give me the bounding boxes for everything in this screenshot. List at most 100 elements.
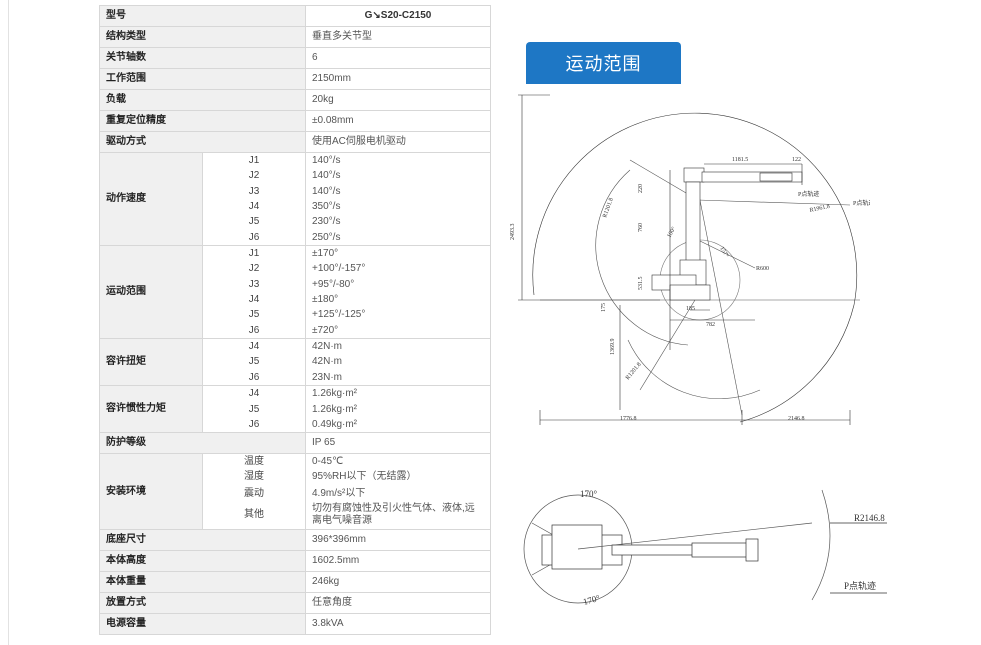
spec-table: 型号 G↘S20-C2150 结构类型 垂直多关节型 关节轴数 6 工作范围 2…	[99, 5, 491, 636]
env-keys: 温度 湿度 震动 其他	[202, 453, 306, 531]
spec-value: 42N·m	[312, 341, 343, 353]
table-row: 型号 G↘S20-C2150	[99, 5, 491, 27]
spec-value: 140°/s	[312, 170, 341, 182]
table-row: 本体重量 246kg	[99, 571, 491, 594]
torque-values: 42N·m 42N·m 23N·m	[305, 338, 491, 387]
joint-label: J1	[248, 248, 260, 260]
joint-list: J4 J5 J6	[202, 338, 306, 387]
spec-value: ±180°	[312, 294, 339, 306]
dimension-label: 531.5	[638, 277, 644, 291]
spec-label: 负载	[99, 89, 306, 111]
spec-value: 任意角度	[305, 592, 491, 615]
p-track-label: P点轨迹	[798, 190, 819, 198]
spec-label: 驱动方式	[99, 131, 306, 153]
spec-value: 20kg	[305, 89, 491, 111]
joint-label: J5	[248, 356, 260, 368]
inner-arc	[627, 339, 761, 400]
outer-arc	[739, 304, 855, 423]
table-row: 放置方式 任意角度	[99, 592, 491, 615]
spec-value: 0.49kg·m²	[312, 418, 358, 430]
dimension-label: 1181.5	[732, 157, 748, 163]
dimension-label: 175	[601, 303, 607, 312]
radius-line	[697, 189, 743, 416]
spec-value: ±0.08mm	[305, 110, 491, 132]
motion-range-tab[interactable]: 运动范围	[526, 42, 681, 84]
table-row: 安装环境 温度 湿度 震动 其他 0-45℃ 95%RH以下（无结露） 4.9m…	[99, 453, 491, 531]
table-row: 关节轴数 6	[99, 47, 491, 69]
env-key: 温度	[244, 456, 264, 468]
spec-label: 关节轴数	[99, 47, 306, 69]
top-view-drawing: 170° 170° R2146.8 P点轨迹	[523, 489, 887, 607]
spec-value: 250°/s	[312, 231, 341, 243]
radius-label: R2146.8	[854, 513, 885, 523]
angle-label: 170°	[580, 489, 598, 499]
spec-value: 3.8kVA	[305, 613, 491, 636]
inertia-values: 1.26kg·m² 1.26kg·m² 0.49kg·m²	[305, 385, 491, 434]
spec-label: 型号	[99, 5, 306, 27]
robot-joint	[683, 167, 705, 183]
radius-label: R1961.8	[809, 204, 830, 214]
dimension-label: 1776.8	[620, 416, 637, 422]
table-row: 工作范围 2150mm	[99, 68, 491, 90]
spec-value: +95°/-80°	[312, 278, 355, 290]
spec-value: +100°/-157°	[312, 263, 366, 275]
table-row: 底座尺寸 396*396mm	[99, 529, 491, 552]
spec-value: 1.26kg·m²	[312, 403, 358, 415]
spec-label: 动作速度	[99, 151, 203, 247]
dimension-label: 760	[638, 223, 644, 232]
spec-label: 底座尺寸	[99, 529, 306, 552]
joint-label: J2	[248, 263, 260, 275]
spec-label: 本体重量	[99, 571, 306, 594]
dimension-label: 1369.9	[610, 339, 616, 356]
p-track-label: P点轨迹	[844, 580, 876, 591]
spec-label: 放置方式	[99, 592, 306, 615]
spec-value: 6	[305, 47, 491, 69]
table-row: 容许扭矩 J4 J5 J6 42N·m 42N·m 23N·m	[99, 338, 491, 387]
joint-label: J1	[248, 155, 260, 166]
spec-label: 容许惯性力矩	[99, 385, 203, 434]
radius-line	[577, 522, 813, 550]
dimension-label: 2493.3	[510, 224, 516, 241]
outer-arc	[532, 112, 858, 306]
joint-label: J5	[248, 403, 260, 415]
spec-label: 结构类型	[99, 26, 306, 48]
radius-label: R600	[756, 266, 769, 272]
angle-label: 170°	[582, 593, 601, 607]
spec-label: 本体高度	[99, 550, 306, 573]
table-row: 重复定位精度 ±0.08mm	[99, 110, 491, 132]
radius-line	[697, 239, 756, 269]
env-key: 震动	[244, 488, 264, 500]
dimension-label: 185	[686, 306, 695, 312]
spec-value: ±720°	[312, 324, 339, 336]
joint-label: J6	[248, 231, 260, 243]
env-key: 其他	[244, 509, 264, 521]
spec-label: 防护等级	[99, 432, 306, 455]
spec-value: 切勿有腐蚀性及引火性气体、液体,远离电气噪音源	[312, 503, 475, 527]
table-row: 本体高度 1602.5mm	[99, 550, 491, 573]
radius-label: R1201.8	[625, 362, 643, 382]
joint-label: J2	[248, 170, 260, 182]
joint-list: J4 J5 J6	[202, 385, 306, 434]
dimension-label: 220	[638, 184, 644, 193]
p-track-label: P点轨迹	[853, 199, 870, 207]
robot-tool-top	[745, 538, 759, 562]
dimension-label: 782	[706, 322, 715, 328]
spec-value: 使用AC伺服电机驱动	[305, 131, 491, 153]
spec-value: 1602.5mm	[305, 550, 491, 573]
joint-label: J6	[248, 324, 260, 336]
table-row: 运动范围 J1 J2 J3 J4 J5 J6 ±170° +100°/-157°…	[99, 245, 491, 340]
joint-label: J6	[248, 418, 260, 430]
spec-value: ±170°	[312, 248, 339, 260]
reach-arc	[811, 489, 831, 601]
inner-arc	[595, 169, 689, 346]
joint-label: J4	[248, 201, 260, 213]
joint-label: J5	[248, 309, 260, 321]
spec-value: 95%RH以下（无结露）	[312, 471, 417, 483]
angle-label: 100°	[666, 225, 678, 239]
spec-value: 396*396mm	[305, 529, 491, 552]
joint-label: J6	[248, 371, 260, 383]
spec-value: IP 65	[305, 432, 491, 455]
joint-label: J4	[248, 341, 260, 353]
table-row: 防护等级 IP 65	[99, 432, 491, 455]
robot-upper-arm	[685, 181, 701, 263]
